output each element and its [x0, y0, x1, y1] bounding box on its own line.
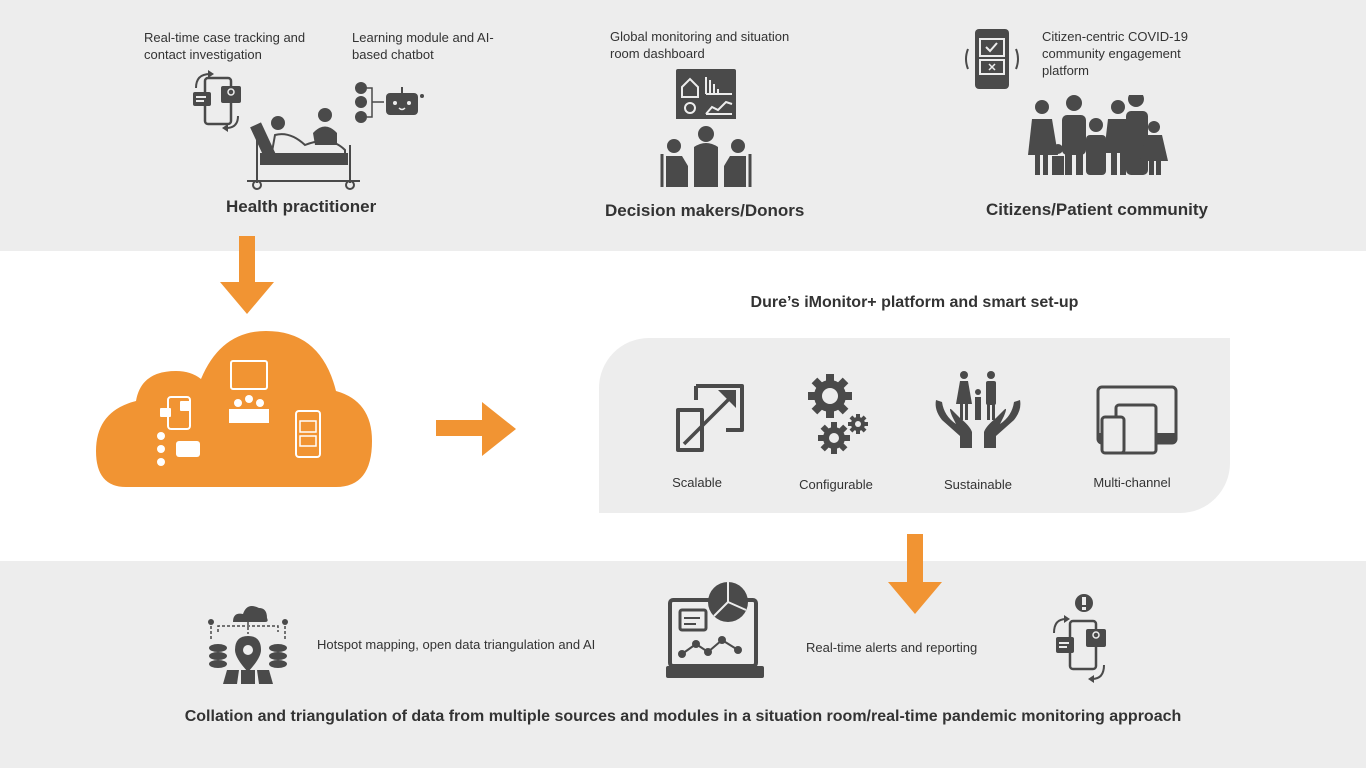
arrow-down-to-cloud-icon: [220, 236, 274, 314]
feature-scalable: [672, 380, 750, 456]
patient-bed-icon: [247, 108, 360, 190]
feature-label-configurable: Configurable: [799, 477, 873, 492]
cloud-modules-icon: [96, 331, 372, 487]
hotspot-caption: Hotspot mapping, open data triangulation…: [317, 637, 596, 652]
feature-multi-channel: [1096, 385, 1178, 455]
multi-device-icon: [1096, 385, 1178, 455]
hotspot-mapping-icon: [208, 606, 288, 684]
arrow-right-to-platform-icon: [436, 402, 516, 456]
footer-summary: Collation and triangulation of data from…: [184, 708, 1182, 725]
citizens-title: Citizens/Patient community: [986, 200, 1208, 219]
feature-sustainable: [934, 370, 1022, 448]
family-in-hands-icon: [935, 371, 1021, 448]
alert-phone-icon: [1053, 594, 1106, 683]
platform-title: Dure’s iMonitor+ platform and smart set-…: [750, 294, 1079, 311]
feature-configurable: [806, 372, 872, 456]
engagement-phone-icon: [965, 29, 1019, 89]
analytics-laptop-icon: [666, 582, 764, 678]
dashboard-caption: Global monitoring and situation room das…: [610, 29, 790, 61]
feature-label-sustainable: Sustainable: [944, 477, 1012, 492]
feature-label-multi-channel: Multi-channel: [1093, 475, 1171, 490]
health-practitioner-title: Health practitioner: [226, 197, 377, 216]
case-tracking-caption: Real-time case tracking and contact inve…: [144, 30, 306, 62]
arrow-down-to-outputs-icon: [888, 534, 942, 614]
expand-arrows-icon: [676, 384, 744, 452]
feature-label-scalable: Scalable: [672, 475, 722, 490]
alerts-caption: Real-time alerts and reporting: [806, 640, 978, 655]
decision-makers-title: Decision makers/Donors: [605, 201, 805, 220]
community-family-icon: [1028, 95, 1168, 175]
gears-icon: [808, 374, 868, 454]
engagement-caption: Citizen-centric COVID-19 community engag…: [1042, 29, 1188, 78]
chatbot-icon: [355, 82, 424, 123]
learning-module-caption: Learning module and AI-based chatbot: [352, 30, 494, 62]
situation-room-meeting-icon: [660, 69, 752, 187]
phone-contact-tracking-icon: [193, 70, 241, 132]
